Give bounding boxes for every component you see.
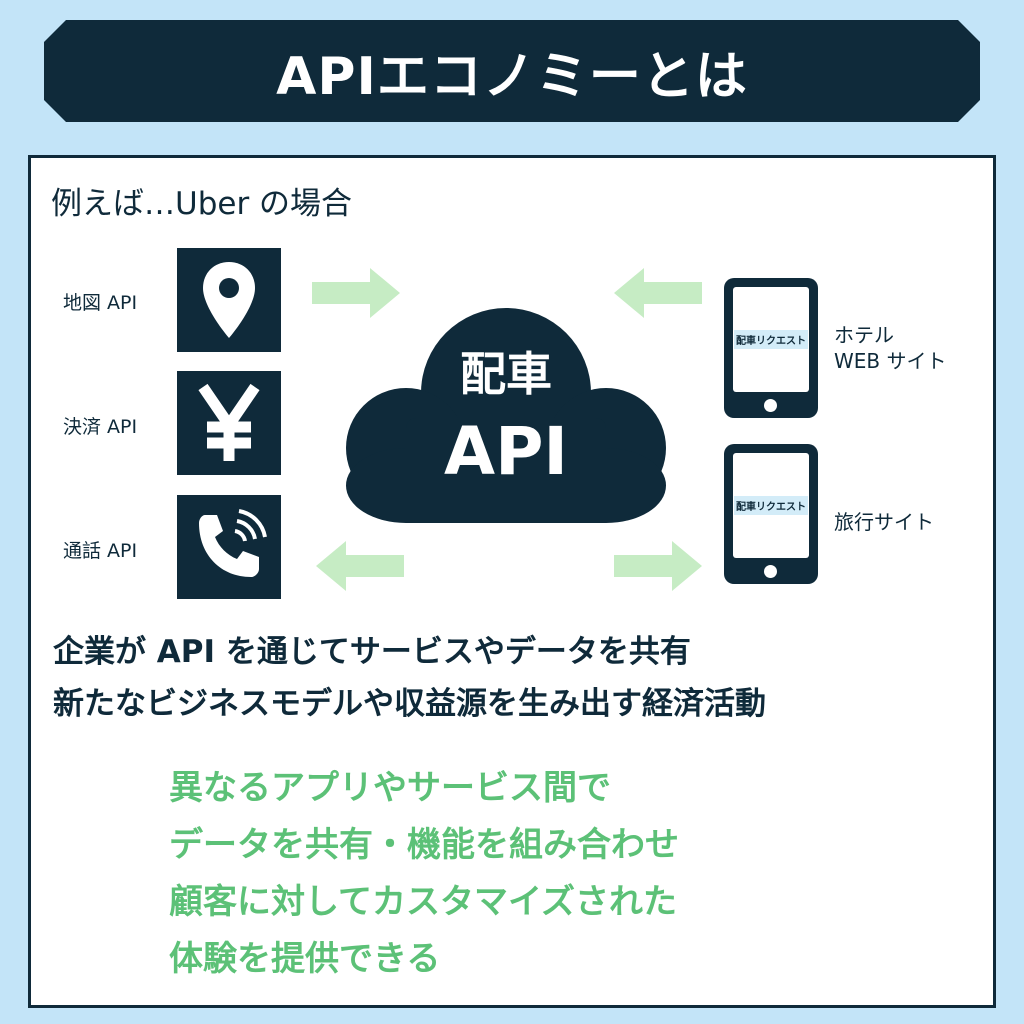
cloud-icon [346, 308, 666, 523]
benefit-line: 体験を提供できる [169, 939, 441, 979]
hotel-phone-icon: 配車リクエスト [724, 278, 818, 418]
phone-screen-text: 配車リクエスト [734, 330, 808, 349]
content-panel: 例えば…Uber の場合 地図 API 決済 API 通話 API 配車 API… [28, 155, 996, 1008]
phone-screen-text: 配車リクエスト [734, 496, 808, 515]
description-line: 企業が API を通じてサービスやデータを共有 [53, 634, 691, 670]
hotel-label-line2: WEB サイト [834, 349, 947, 373]
title-banner: APIエコノミーとは [44, 20, 980, 122]
arrow-left-icon [316, 541, 404, 591]
hotel-label-line1: ホテル [834, 323, 894, 347]
yen-icon [177, 371, 281, 475]
travel-site-label: 旅行サイト [834, 510, 934, 534]
call-api-label: 通話 API [63, 540, 138, 562]
benefits-text: 異なるアプリやサービス間で データを共有・機能を組み合わせ 顧客に対してカスタマ… [169, 760, 679, 988]
arrow-right-icon [312, 268, 400, 318]
travel-phone-icon: 配車リクエスト [724, 444, 818, 584]
map-pin-icon [177, 248, 281, 352]
arrow-right-icon [614, 541, 702, 591]
payment-api-label: 決済 API [63, 416, 138, 438]
page-title: APIエコノミーとは [276, 46, 748, 107]
description-line: 新たなビジネスモデルや収益源を生み出す経済活動 [53, 686, 766, 722]
benefit-line: 異なるアプリやサービス間で [169, 768, 611, 808]
benefit-line: データを共有・機能を組み合わせ [169, 825, 679, 865]
arrow-left-icon [614, 268, 702, 318]
cloud-title: 配車 [460, 347, 552, 401]
subtitle: 例えば…Uber の場合 [51, 186, 353, 222]
phone-call-icon [177, 495, 281, 599]
cloud-api-label: API [443, 413, 568, 490]
map-api-label: 地図 API [63, 292, 138, 314]
benefit-line: 顧客に対してカスタマイズされた [169, 882, 677, 922]
